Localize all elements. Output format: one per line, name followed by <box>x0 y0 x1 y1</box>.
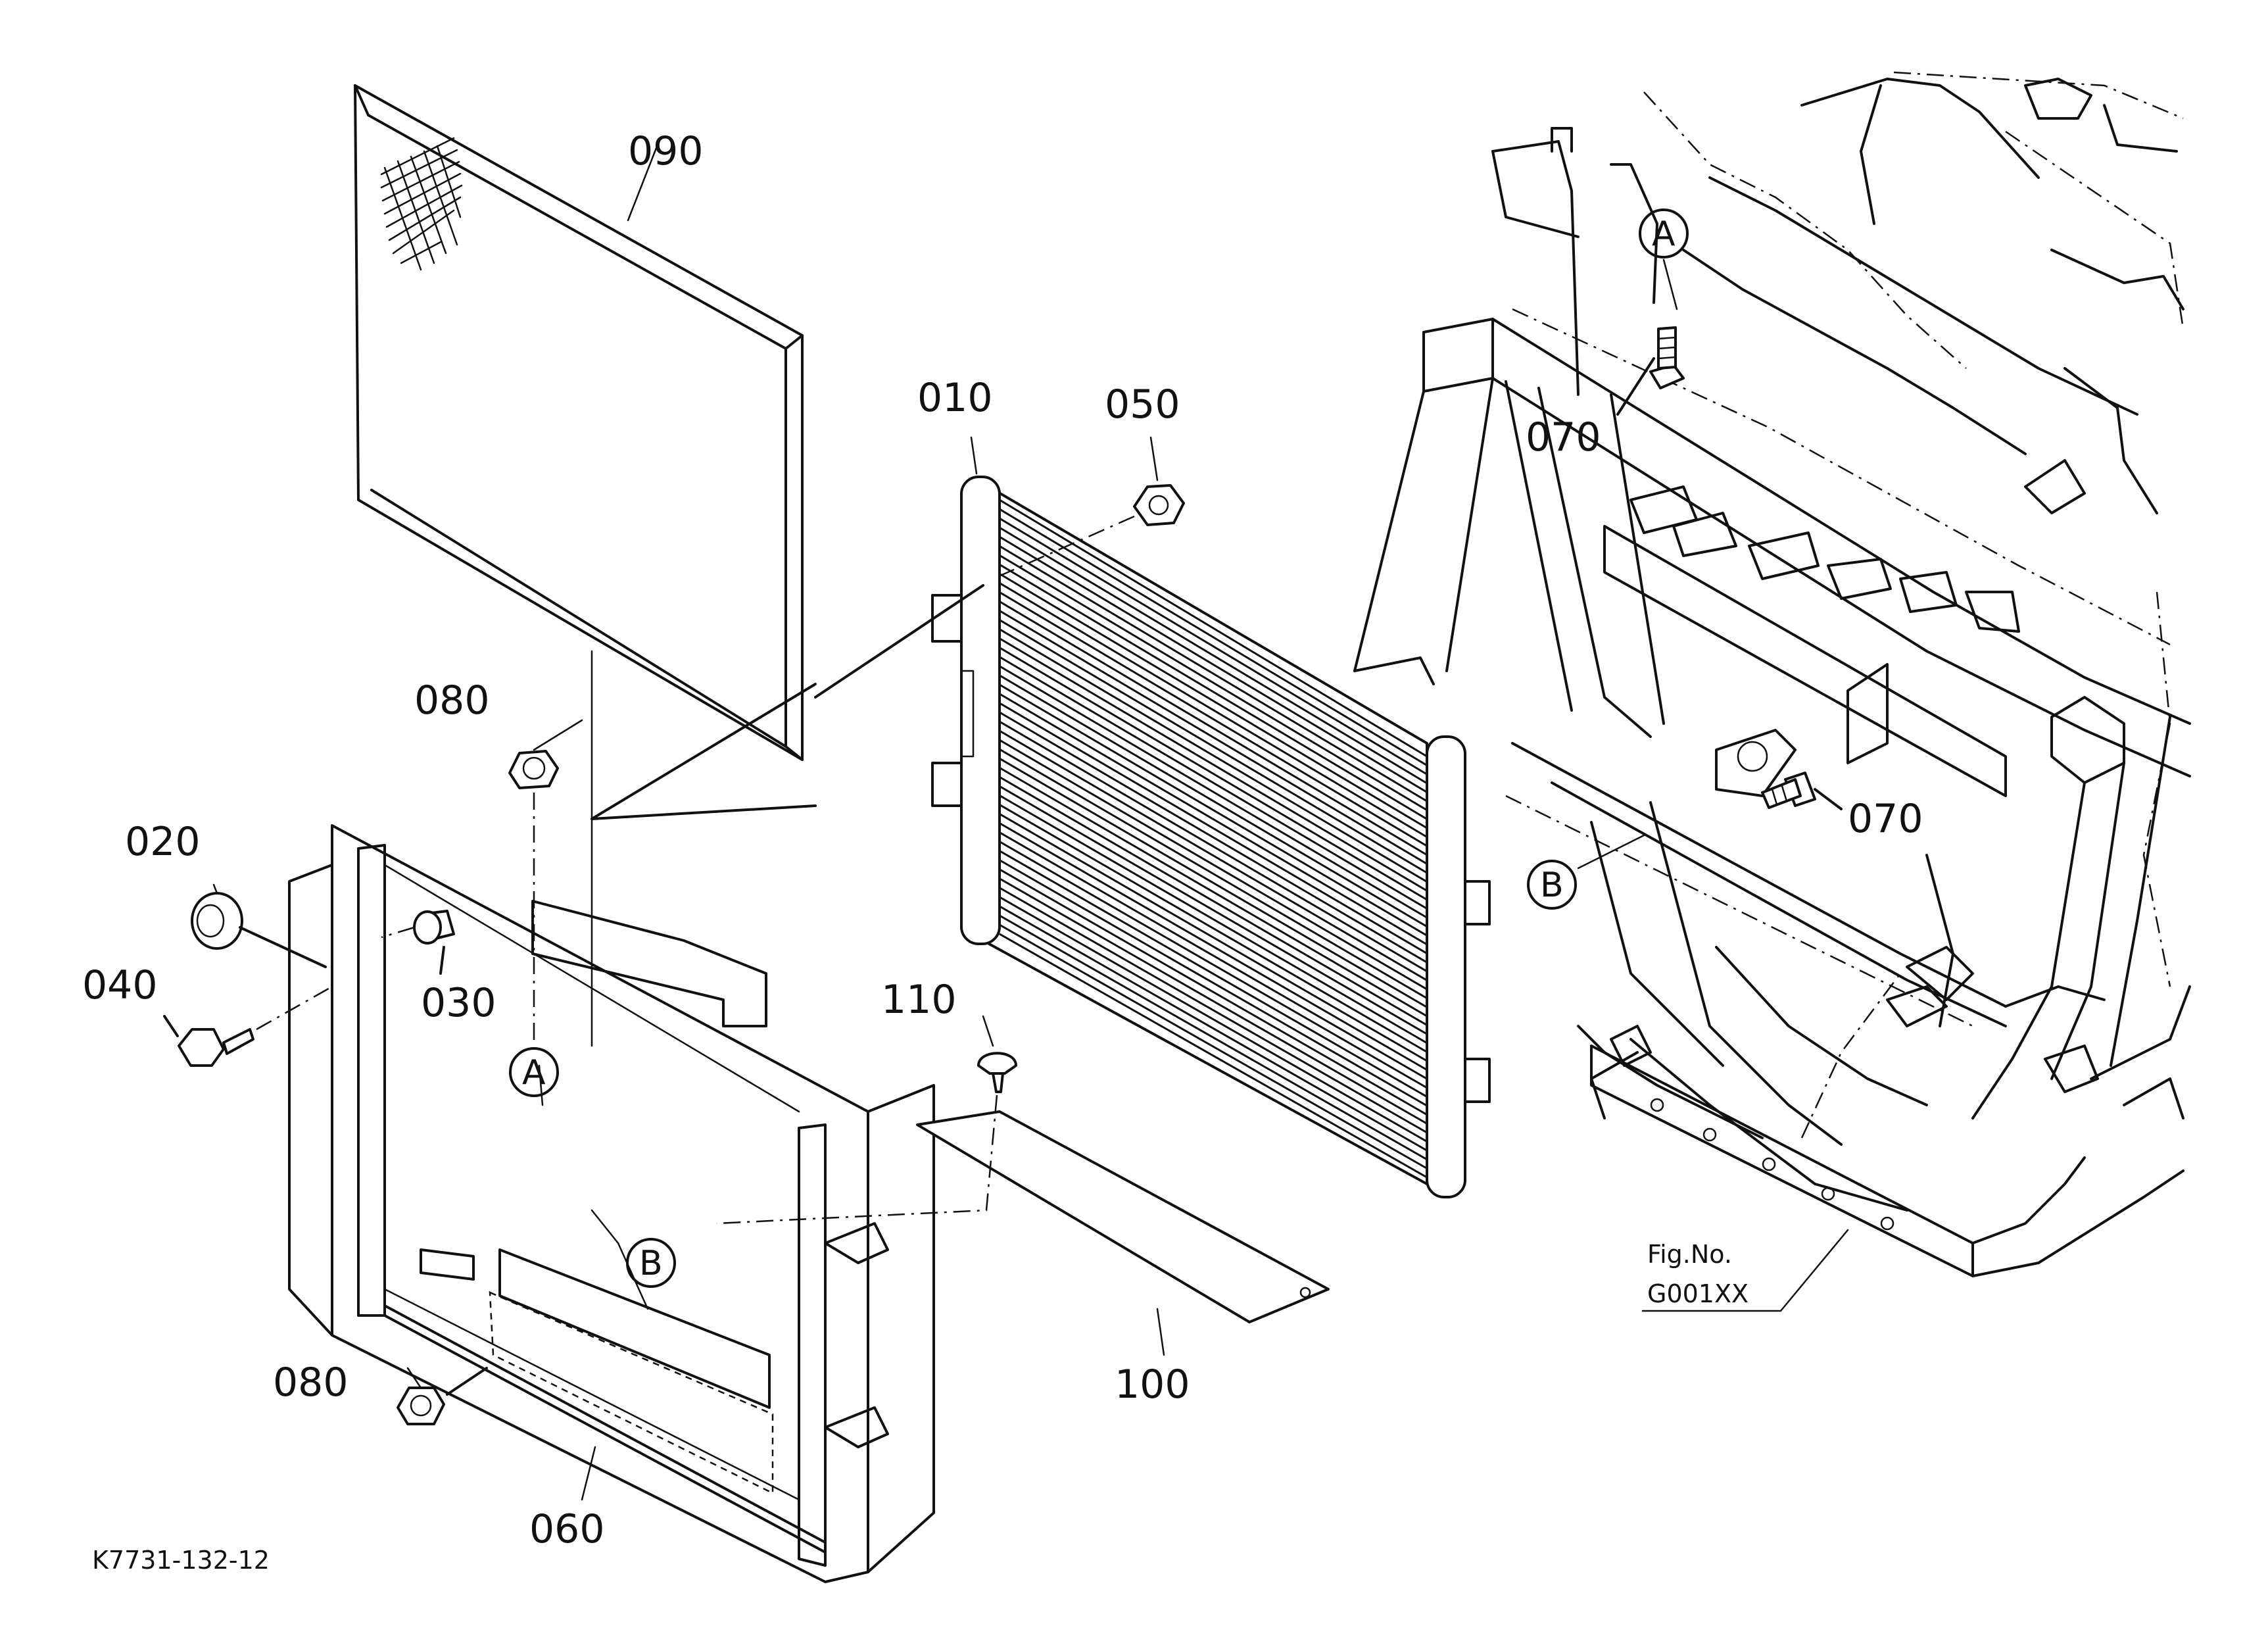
ref-letter-a: A <box>1652 214 1676 254</box>
part-label: 080 <box>273 1360 349 1406</box>
condenser-fin <box>999 619 1428 874</box>
part-label: 070 <box>1848 796 1923 842</box>
condenser-fin <box>999 517 1428 775</box>
condenser-fin <box>999 535 1428 793</box>
ref-circle-b-left <box>626 1238 676 1288</box>
drawing-id: K7731-132-12 <box>92 1546 270 1575</box>
condenser-fin <box>999 775 1428 1026</box>
ref-letter-b: B <box>639 1244 663 1283</box>
condenser-fin <box>999 573 1428 829</box>
condenser-fin <box>999 610 1428 865</box>
screen-panel-090 <box>354 84 804 761</box>
condenser-fin <box>999 729 1428 981</box>
fig-no-label: Fig.No. <box>1647 1240 1732 1269</box>
condenser-fin <box>999 757 1428 1008</box>
grommet-020 <box>191 892 327 968</box>
condenser-fin <box>999 693 1428 946</box>
condenser-fin <box>999 850 1428 1098</box>
condenser-fin <box>999 656 1428 910</box>
pin-030 <box>381 910 455 975</box>
nut-050 <box>814 484 1185 699</box>
condenser-fin <box>999 804 1428 1053</box>
part-label: 030 <box>421 980 496 1026</box>
condenser-fin <box>999 702 1428 954</box>
condenser-fin <box>999 822 1428 1071</box>
condenser-fins <box>999 499 1428 1179</box>
condenser-fin <box>999 914 1428 1161</box>
part-label: 110 <box>881 977 957 1023</box>
condenser-fin <box>999 591 1428 847</box>
bolt-070-bottom <box>1761 772 1843 810</box>
part-label: 060 <box>529 1506 605 1552</box>
condenser-fin <box>999 841 1428 1089</box>
ref-circle-a-right <box>1639 209 1689 258</box>
bolt-070-top <box>1616 326 1685 416</box>
condenser-fin <box>999 711 1428 964</box>
condenser-fin <box>999 923 1428 1169</box>
condenser-fin <box>999 674 1428 928</box>
chassis-frame <box>1353 71 2191 1277</box>
baffle-plate-100 <box>916 1110 1330 1323</box>
clip-110 <box>716 1052 1017 1225</box>
condenser-fin <box>999 831 1428 1080</box>
condenser-fin <box>999 887 1428 1134</box>
condenser-fin <box>999 877 1428 1125</box>
part-label: 020 <box>125 819 201 865</box>
condenser-fin <box>999 720 1428 973</box>
condenser-fin <box>999 905 1428 1152</box>
condenser-fin <box>999 748 1428 999</box>
condenser-fin <box>999 526 1428 785</box>
condenser-fin <box>999 554 1428 811</box>
condenser-fin <box>999 795 1428 1045</box>
condenser-fin <box>999 896 1428 1143</box>
condenser-fin <box>999 766 1428 1018</box>
condenser-fin <box>999 813 1428 1062</box>
condenser-fin <box>999 564 1428 820</box>
condenser-fin <box>999 647 1428 901</box>
part-label: 100 <box>1115 1362 1190 1408</box>
reference-markers <box>509 209 1689 1288</box>
condenser-fin <box>999 665 1428 919</box>
bolt-040 <box>163 985 333 1067</box>
fig-reference-block <box>1641 1229 1849 1312</box>
ref-circle-b-right <box>1527 860 1577 910</box>
fig-no-code: G001XX <box>1647 1279 1749 1308</box>
condenser-fin <box>999 868 1428 1116</box>
condenser-fin <box>999 739 1428 991</box>
nut-080-top <box>508 750 559 1046</box>
condenser-fin <box>999 933 1428 1179</box>
condenser-fin <box>999 601 1428 856</box>
condenser-fin <box>999 637 1428 892</box>
condenser-fin <box>999 683 1428 937</box>
condenser-fin <box>999 545 1428 802</box>
condenser-fin <box>999 859 1428 1107</box>
ref-letter-a: A <box>522 1053 546 1093</box>
mesh-pattern <box>380 137 463 271</box>
condenser-010 <box>931 476 1491 1198</box>
ref-circle-a-left <box>509 1047 559 1097</box>
condenser-fin <box>999 785 1428 1035</box>
part-label: 070 <box>1526 414 1601 460</box>
ref-letter-b: B <box>1540 866 1564 905</box>
condenser-fin <box>999 499 1428 758</box>
part-label: 040 <box>82 962 158 1008</box>
part-label: 080 <box>414 677 490 724</box>
nut-080-bottom <box>397 1367 488 1425</box>
condenser-fin <box>999 508 1428 766</box>
part-label: 090 <box>628 128 704 174</box>
condenser-fin <box>999 628 1428 883</box>
leader-lines <box>212 143 1165 1501</box>
part-label: 050 <box>1105 381 1180 428</box>
part-label: 010 <box>917 375 993 421</box>
shroud-frame-060 <box>288 824 935 1583</box>
condenser-fin <box>999 582 1428 838</box>
